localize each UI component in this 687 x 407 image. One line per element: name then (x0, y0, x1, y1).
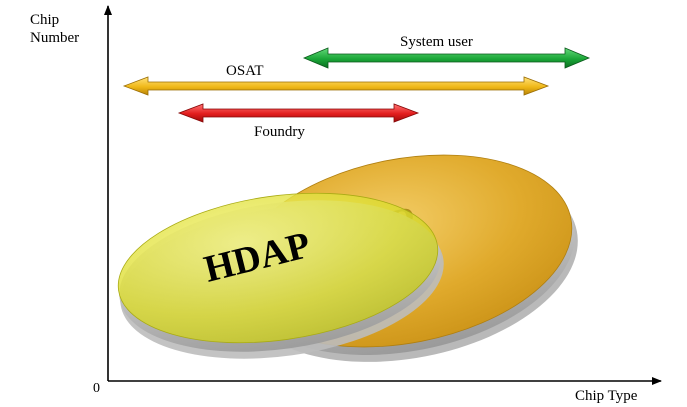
origin-label: 0 (93, 381, 100, 396)
hdap-disc-face (117, 192, 439, 344)
osat-arrow: OSAT (122, 63, 550, 96)
osat-label: OSAT (226, 63, 264, 79)
osat-arrow-shape (122, 76, 550, 96)
hdap-disc: HDAP (117, 192, 444, 359)
system-user-arrow-shape (302, 47, 591, 69)
y-axis-label-line1: Chip (30, 12, 59, 28)
system-user-arrow: System user (302, 34, 591, 69)
foundry-arrow: Foundry (177, 103, 420, 140)
y-axis-label-line2: Number (30, 30, 79, 46)
x-axis-label: Chip Type (575, 388, 638, 404)
system-user-label: System user (400, 34, 473, 50)
foundry-arrow-shape (177, 103, 420, 123)
foundry-label: Foundry (254, 124, 305, 140)
